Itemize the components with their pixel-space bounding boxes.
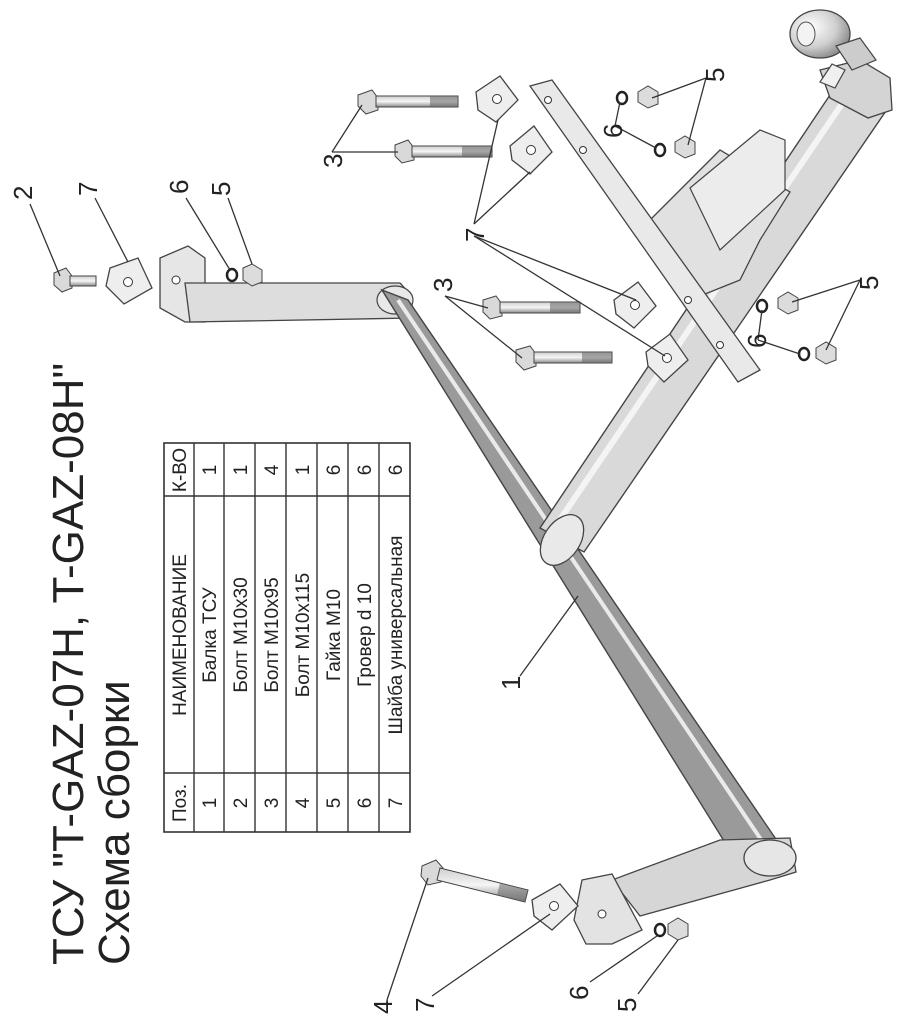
leader-lines bbox=[29, 77, 861, 1001]
row-qty: 1 bbox=[200, 465, 221, 476]
table-row: 5 Гайка М10 6 bbox=[324, 465, 345, 809]
callout-numbers: 2 7 6 5 3 7 3 1 4 7 6 5 6 5 6 5 bbox=[8, 68, 884, 1014]
universal-washer bbox=[531, 883, 579, 931]
row-pos: 6 bbox=[355, 798, 376, 809]
universal-washer bbox=[475, 75, 519, 123]
callout-6: 6 bbox=[598, 124, 628, 138]
row-name: Болт М10х30 bbox=[231, 577, 252, 692]
parts-table: Поз. НАИМЕНОВАНИЕ К-ВО 1 Балка ТСУ 1 2 Б… bbox=[163, 442, 411, 833]
callout-6: 6 bbox=[164, 180, 194, 194]
row-pos: 5 bbox=[324, 798, 345, 809]
tow-bar-beam bbox=[159, 9, 893, 945]
bolt-m10x95 bbox=[482, 295, 581, 320]
callout-6: 6 bbox=[742, 334, 772, 348]
bolt-m10x30 bbox=[53, 267, 97, 293]
row-qty: 1 bbox=[293, 465, 314, 476]
row-qty: 4 bbox=[262, 464, 283, 475]
callout-6: 6 bbox=[564, 986, 594, 1000]
callout-3: 3 bbox=[318, 154, 348, 168]
header-qty: К-ВО bbox=[170, 448, 191, 492]
row-pos: 1 bbox=[200, 798, 221, 809]
table-row: 6 Гровер d 10 6 bbox=[355, 465, 376, 809]
universal-washer bbox=[509, 125, 553, 175]
row-qty: 6 bbox=[386, 465, 407, 476]
universal-washer bbox=[613, 281, 657, 329]
callout-7: 7 bbox=[460, 228, 490, 242]
bolt-m10x115 bbox=[420, 859, 529, 903]
row-name: Гайка М10 bbox=[324, 589, 345, 681]
callout-1: 1 bbox=[496, 676, 526, 690]
table-row: 7 Шайба универсальная 6 bbox=[386, 465, 407, 809]
table-row: 2 Болт М10х30 1 bbox=[231, 465, 252, 809]
callout-5: 5 bbox=[854, 276, 884, 290]
row-pos: 7 bbox=[386, 798, 407, 809]
callout-5: 5 bbox=[612, 998, 642, 1012]
row-pos: 2 bbox=[231, 798, 252, 809]
table-row: 4 Болт М10х115 1 bbox=[293, 465, 314, 809]
callout-3: 3 bbox=[428, 278, 458, 292]
table-row: 3 Болт М10х95 4 bbox=[262, 464, 283, 808]
callout-2: 2 bbox=[8, 186, 38, 200]
title-line-1: ТСУ "T-GAZ-07H, T-GAZ-08H" bbox=[44, 363, 93, 965]
row-name: Болт М10х115 bbox=[293, 573, 314, 697]
row-name: Балка ТСУ bbox=[200, 586, 221, 682]
nut-m10 bbox=[242, 85, 837, 941]
bolt-m10x95 bbox=[515, 345, 613, 371]
header-name: НАИМЕНОВАНИЕ bbox=[170, 554, 191, 716]
callout-7: 7 bbox=[73, 182, 103, 196]
title-line-2: Схема сборки bbox=[90, 680, 139, 965]
callout-4: 4 bbox=[368, 1000, 398, 1014]
bolt-m10x95 bbox=[394, 139, 493, 164]
row-qty: 6 bbox=[324, 465, 345, 476]
callout-5: 5 bbox=[206, 182, 236, 196]
row-pos: 4 bbox=[293, 797, 314, 808]
row-name: Гровер d 10 bbox=[355, 583, 376, 687]
row-name: Болт М10х95 bbox=[262, 577, 283, 692]
row-qty: 6 bbox=[355, 465, 376, 476]
universal-washer bbox=[105, 257, 153, 305]
row-pos: 3 bbox=[262, 798, 283, 809]
header-pos: Поз. bbox=[170, 784, 191, 822]
row-qty: 1 bbox=[231, 465, 252, 476]
callout-7: 7 bbox=[410, 998, 440, 1012]
table-row: 1 Балка ТСУ 1 bbox=[200, 465, 221, 809]
callout-5: 5 bbox=[700, 68, 730, 82]
bolt-m10x95 bbox=[357, 89, 459, 115]
row-name: Шайба универсальная bbox=[386, 536, 407, 735]
